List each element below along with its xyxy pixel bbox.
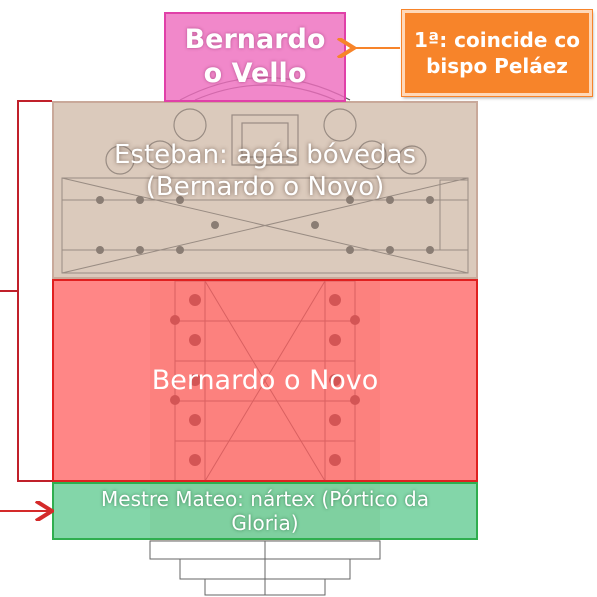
zone-mateo-line2: Gloria) — [231, 511, 299, 535]
zone-novo-label: Bernardo o Novo — [151, 364, 379, 396]
zone-mestre-mateo: Mestre Mateo: nártex (Pórtico da Gloria) — [52, 482, 478, 540]
callout-note-line1: 1ª: coincide co — [414, 28, 580, 52]
callout-note-line2: bispo Peláez — [426, 54, 568, 78]
zone-esteban-line1: Esteban: agás bóvedas — [113, 140, 417, 170]
zone-bernardo-novo: Bernardo o Novo — [52, 279, 478, 482]
zone-esteban-line2: (Bernardo o Novo) — [145, 172, 385, 202]
plan-west-facade — [149, 540, 381, 596]
zone-esteban: Esteban: agás bóvedas (Bernardo o Novo) — [52, 101, 478, 279]
zone-mateo-line1: Mestre Mateo: nártex (Pórtico da — [101, 487, 429, 511]
zone-vello-line1: Bernardo — [184, 24, 326, 55]
zone-vello-line2: o Vello — [203, 58, 307, 89]
zone-bernardo-vello: Bernardo o Vello — [164, 12, 346, 102]
callout-note: 1ª: coincide co bispo Peláez — [402, 10, 592, 96]
